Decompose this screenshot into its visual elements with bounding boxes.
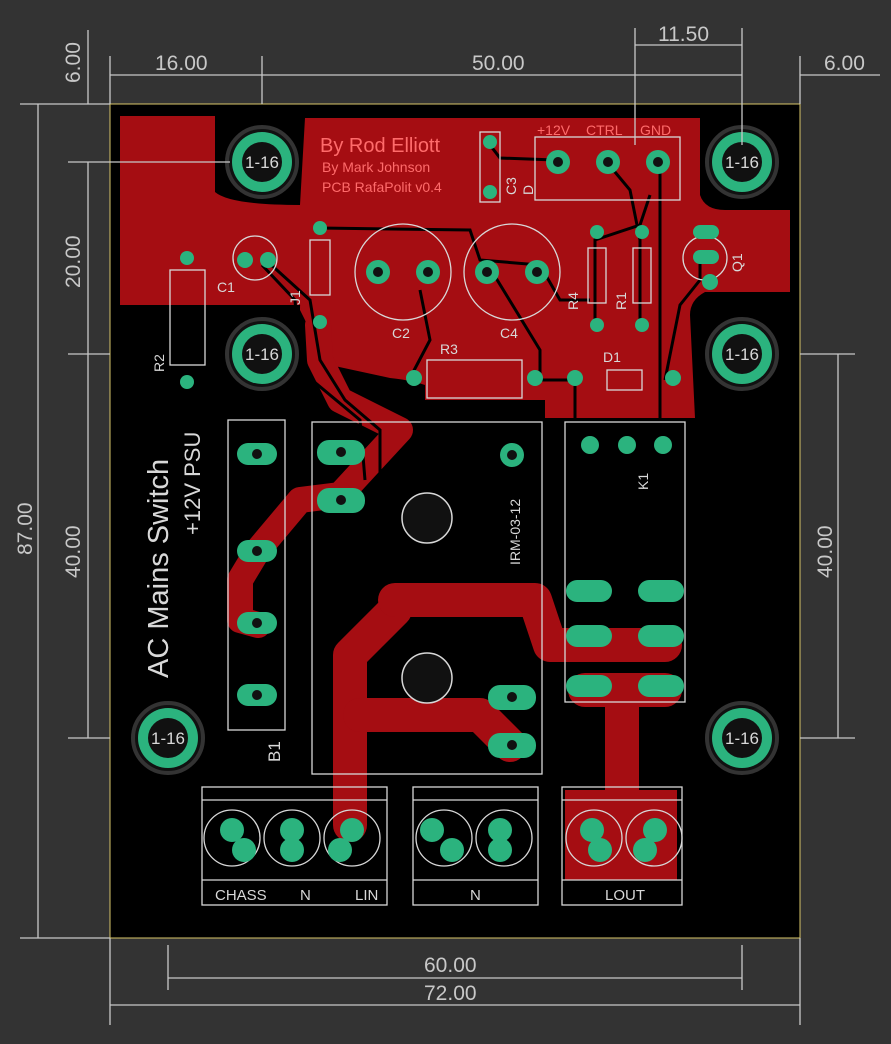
dim-top-left-margin: 6.00 [62,42,85,83]
credit-version: PCB RafaPolit v0.4 [322,179,442,195]
mount-holes [131,125,779,775]
designator-j1: J1 [287,290,303,305]
board-title-line2: +12V PSU [180,432,205,535]
mount-hole-mid-left [225,317,299,391]
mount-hole-label: 1-16 [725,345,759,364]
designator-b1: B1 [265,741,284,762]
label-n-left: N [300,887,311,904]
mount-hole-bottom-right [705,701,779,775]
credits: By Rod Elliott By Mark Johnson PCB RafaP… [320,135,442,195]
dim-top-span: 50.00 [472,52,525,75]
dim-right-lower: 40.00 [814,525,837,578]
psu-mount-holes [401,492,453,704]
label-n-mid: N [470,887,481,904]
mount-hole-label: 1-16 [725,153,759,172]
mount-hole-bottom-left [131,701,205,775]
board-title: AC Mains Switch +12V PSU [143,432,205,678]
label-gnd: GND [640,122,671,138]
designator-r3: R3 [440,341,458,357]
designator-c4: C4 [500,325,518,341]
mount-hole-top-left [225,125,299,199]
mount-hole-labels: 1-16 1-16 1-16 1-16 1-16 1-16 [151,153,759,748]
mount-hole-label: 1-16 [245,345,279,364]
designator-c3: C3 [503,177,519,195]
designator-d1: D1 [603,349,621,365]
mount-hole-label: 1-16 [151,729,185,748]
dim-top-right-margin: 6.00 [824,52,865,75]
label-ctrl: CTRL [586,122,623,138]
label-chass: CHASS [215,887,267,904]
designator-psu: IRM-03-12 [507,499,523,565]
dim-top-right-small: 11.50 [658,23,709,46]
mount-hole-label: 1-16 [245,153,279,172]
connector-labels: +12V CTRL GND CHASS N LIN N LOUT [215,122,671,904]
dimension-labels: 6.00 16.00 50.00 11.50 6.00 87.00 20.00 … [14,23,865,1005]
label-lin: LIN [355,887,378,904]
label-lout: LOUT [605,887,645,904]
dim-left-total: 87.00 [14,502,37,555]
dim-bottom-total: 72.00 [424,982,477,1005]
designator-q1: Q1 [729,253,745,272]
silkscreen [169,131,728,906]
mount-hole-top-right [705,125,779,199]
designator-r2: R2 [151,354,167,372]
dim-bottom-inner: 60.00 [424,954,477,977]
designator-c2: C2 [392,325,410,341]
designator-r1: R1 [613,292,629,310]
credit-contributor: By Mark Johnson [322,159,430,175]
label-12v: +12V [537,122,571,138]
designator-k1: K1 [635,473,651,490]
mount-hole-label: 1-16 [725,729,759,748]
component-pads [180,135,719,862]
designator-c1: C1 [217,279,235,295]
dim-left-upper: 20.00 [62,235,85,288]
board-title-line1: AC Mains Switch [143,459,175,678]
credit-author: By Rod Elliott [320,135,440,157]
component-designators: C1 C2 C4 R3 D1 R2 J1 C3 D R4 R1 Q1 K1 B1… [151,177,745,762]
mount-hole-mid-right [705,317,779,391]
dim-left-lower: 40.00 [62,525,85,578]
designator-d-small: D [520,185,536,195]
dim-top-offset: 16.00 [155,52,208,75]
dimension-lines [20,28,880,1025]
designator-r4: R4 [565,292,581,310]
